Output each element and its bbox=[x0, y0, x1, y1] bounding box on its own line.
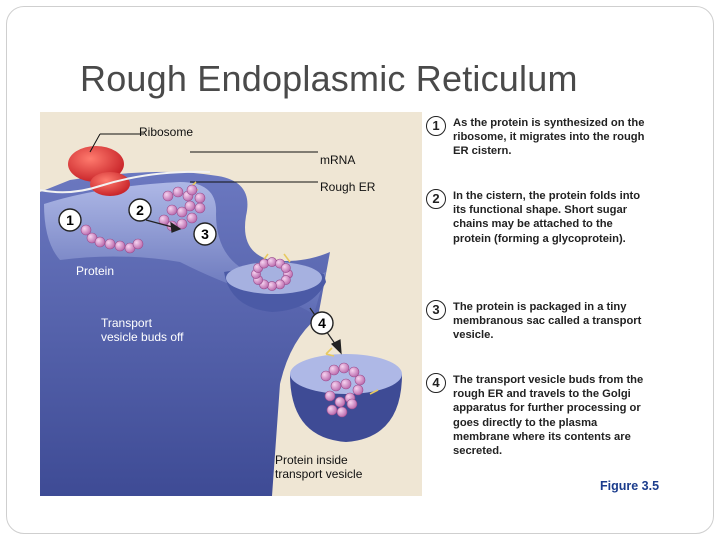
slide-title: Rough Endoplasmic Reticulum bbox=[80, 58, 578, 99]
step-4-text: The transport vesicle buds from the roug… bbox=[453, 374, 644, 458]
protein-bead bbox=[104, 238, 116, 250]
transport-vesicle-lumen bbox=[290, 354, 402, 394]
protein-inside-vesicle-label: Protein inside transport vesicle bbox=[275, 453, 363, 481]
step-4-number: 4 bbox=[426, 373, 446, 393]
protein-bead bbox=[184, 200, 196, 212]
protein-bead bbox=[320, 370, 332, 382]
protein-bead bbox=[176, 218, 188, 230]
protein-bead bbox=[275, 279, 285, 290]
protein-bead bbox=[194, 192, 206, 204]
step-2-number: 2 bbox=[426, 189, 446, 209]
protein-bead bbox=[334, 396, 346, 408]
step-3-text: The protein is packaged in a tiny membra… bbox=[453, 301, 642, 342]
protein-bead bbox=[328, 364, 340, 376]
diagram-marker-2: 2 bbox=[136, 202, 144, 218]
protein-bead bbox=[267, 257, 277, 267]
protein-bead bbox=[352, 384, 364, 396]
protein-bead bbox=[176, 206, 188, 218]
protein-bead bbox=[336, 406, 348, 418]
protein-bead bbox=[186, 184, 198, 196]
figure-caption: Figure 3.5 bbox=[600, 479, 660, 493]
protein-bead bbox=[166, 204, 178, 216]
step-2-text: In the cistern, the protein folds into i… bbox=[453, 190, 641, 245]
protein-bead bbox=[172, 186, 184, 198]
protein-bead bbox=[354, 374, 366, 386]
protein-bead bbox=[346, 398, 358, 410]
diagram-marker-4: 4 bbox=[318, 315, 326, 331]
protein-bead bbox=[348, 366, 360, 378]
rough-er-diagram: 1 2 3 4 bbox=[40, 133, 402, 496]
protein-label: Protein bbox=[76, 264, 115, 278]
mrna-label: mRNA bbox=[320, 153, 356, 167]
protein-bead bbox=[94, 236, 106, 248]
step-3-number: 3 bbox=[426, 300, 446, 320]
protein-bead bbox=[259, 258, 269, 269]
diagram-step-markers: 1 2 3 4 bbox=[58, 198, 334, 335]
protein-beads bbox=[80, 184, 366, 418]
ribosome-label: Ribosome bbox=[139, 125, 194, 139]
ribosome-leader bbox=[89, 133, 101, 153]
diagram-marker-1: 1 bbox=[66, 212, 74, 228]
protein-bead bbox=[186, 212, 198, 224]
protein-bead bbox=[162, 190, 174, 202]
rough-er-label: Rough ER bbox=[320, 180, 376, 194]
protein-bead bbox=[330, 380, 342, 392]
protein-bead bbox=[324, 390, 336, 402]
step-1-number: 1 bbox=[426, 116, 446, 136]
protein-bead bbox=[132, 238, 144, 250]
protein-bead bbox=[340, 378, 352, 390]
protein-bead bbox=[267, 281, 277, 291]
protein-bead bbox=[326, 404, 338, 416]
transport-vesicle-buds-off-label: Transport vesicle buds off bbox=[101, 316, 184, 344]
step-1-text: As the protein is synthesized on the rib… bbox=[453, 117, 645, 158]
diagram-marker-3: 3 bbox=[201, 226, 209, 242]
mrna-strand bbox=[40, 170, 211, 194]
protein-bead bbox=[280, 263, 291, 273]
budding-vesicle-lumen bbox=[226, 262, 322, 294]
protein-bead bbox=[114, 240, 126, 252]
protein-bead bbox=[194, 202, 206, 214]
protein-bead bbox=[338, 362, 350, 374]
protein-bead bbox=[80, 224, 92, 236]
